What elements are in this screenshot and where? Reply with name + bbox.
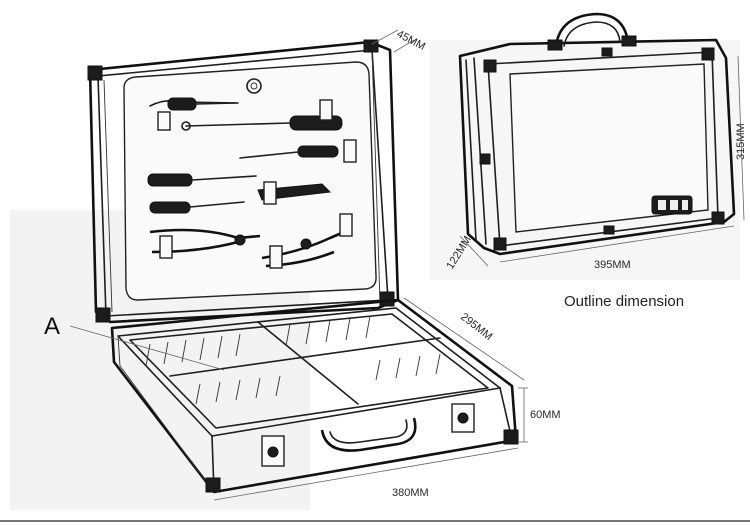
- dim-width-side: 295MM: [458, 311, 494, 343]
- case-lid: [87, 39, 400, 324]
- tool-straps: [157, 99, 357, 269]
- latch-left: [261, 435, 285, 467]
- dim-height-base: 60MM: [530, 409, 561, 421]
- screwdriver-5: [149, 201, 245, 214]
- outline-dimension-caption: Outline dimension: [564, 293, 684, 310]
- screwdriver-4: [147, 173, 257, 187]
- base-handle: [320, 417, 417, 452]
- dim-closed-length: 395MM: [594, 259, 631, 271]
- dim-lid-depth: 45MM: [395, 28, 428, 53]
- closed-case-handle: [547, 12, 637, 51]
- combination-lock: [651, 195, 693, 215]
- dim-closed-height: 315MM: [735, 123, 747, 160]
- callout-a-label: A: [44, 313, 60, 340]
- screwdriver-1: [149, 97, 239, 111]
- dim-length-base: 380MM: [392, 487, 429, 499]
- callout-a: A: [44, 313, 225, 371]
- latch-right: [451, 403, 475, 433]
- screwdriver-3: [239, 145, 339, 159]
- open-case: A 45MM 295MM 60MM 380MM: [44, 28, 561, 501]
- case-base: [110, 298, 519, 494]
- tool-set: [147, 97, 357, 269]
